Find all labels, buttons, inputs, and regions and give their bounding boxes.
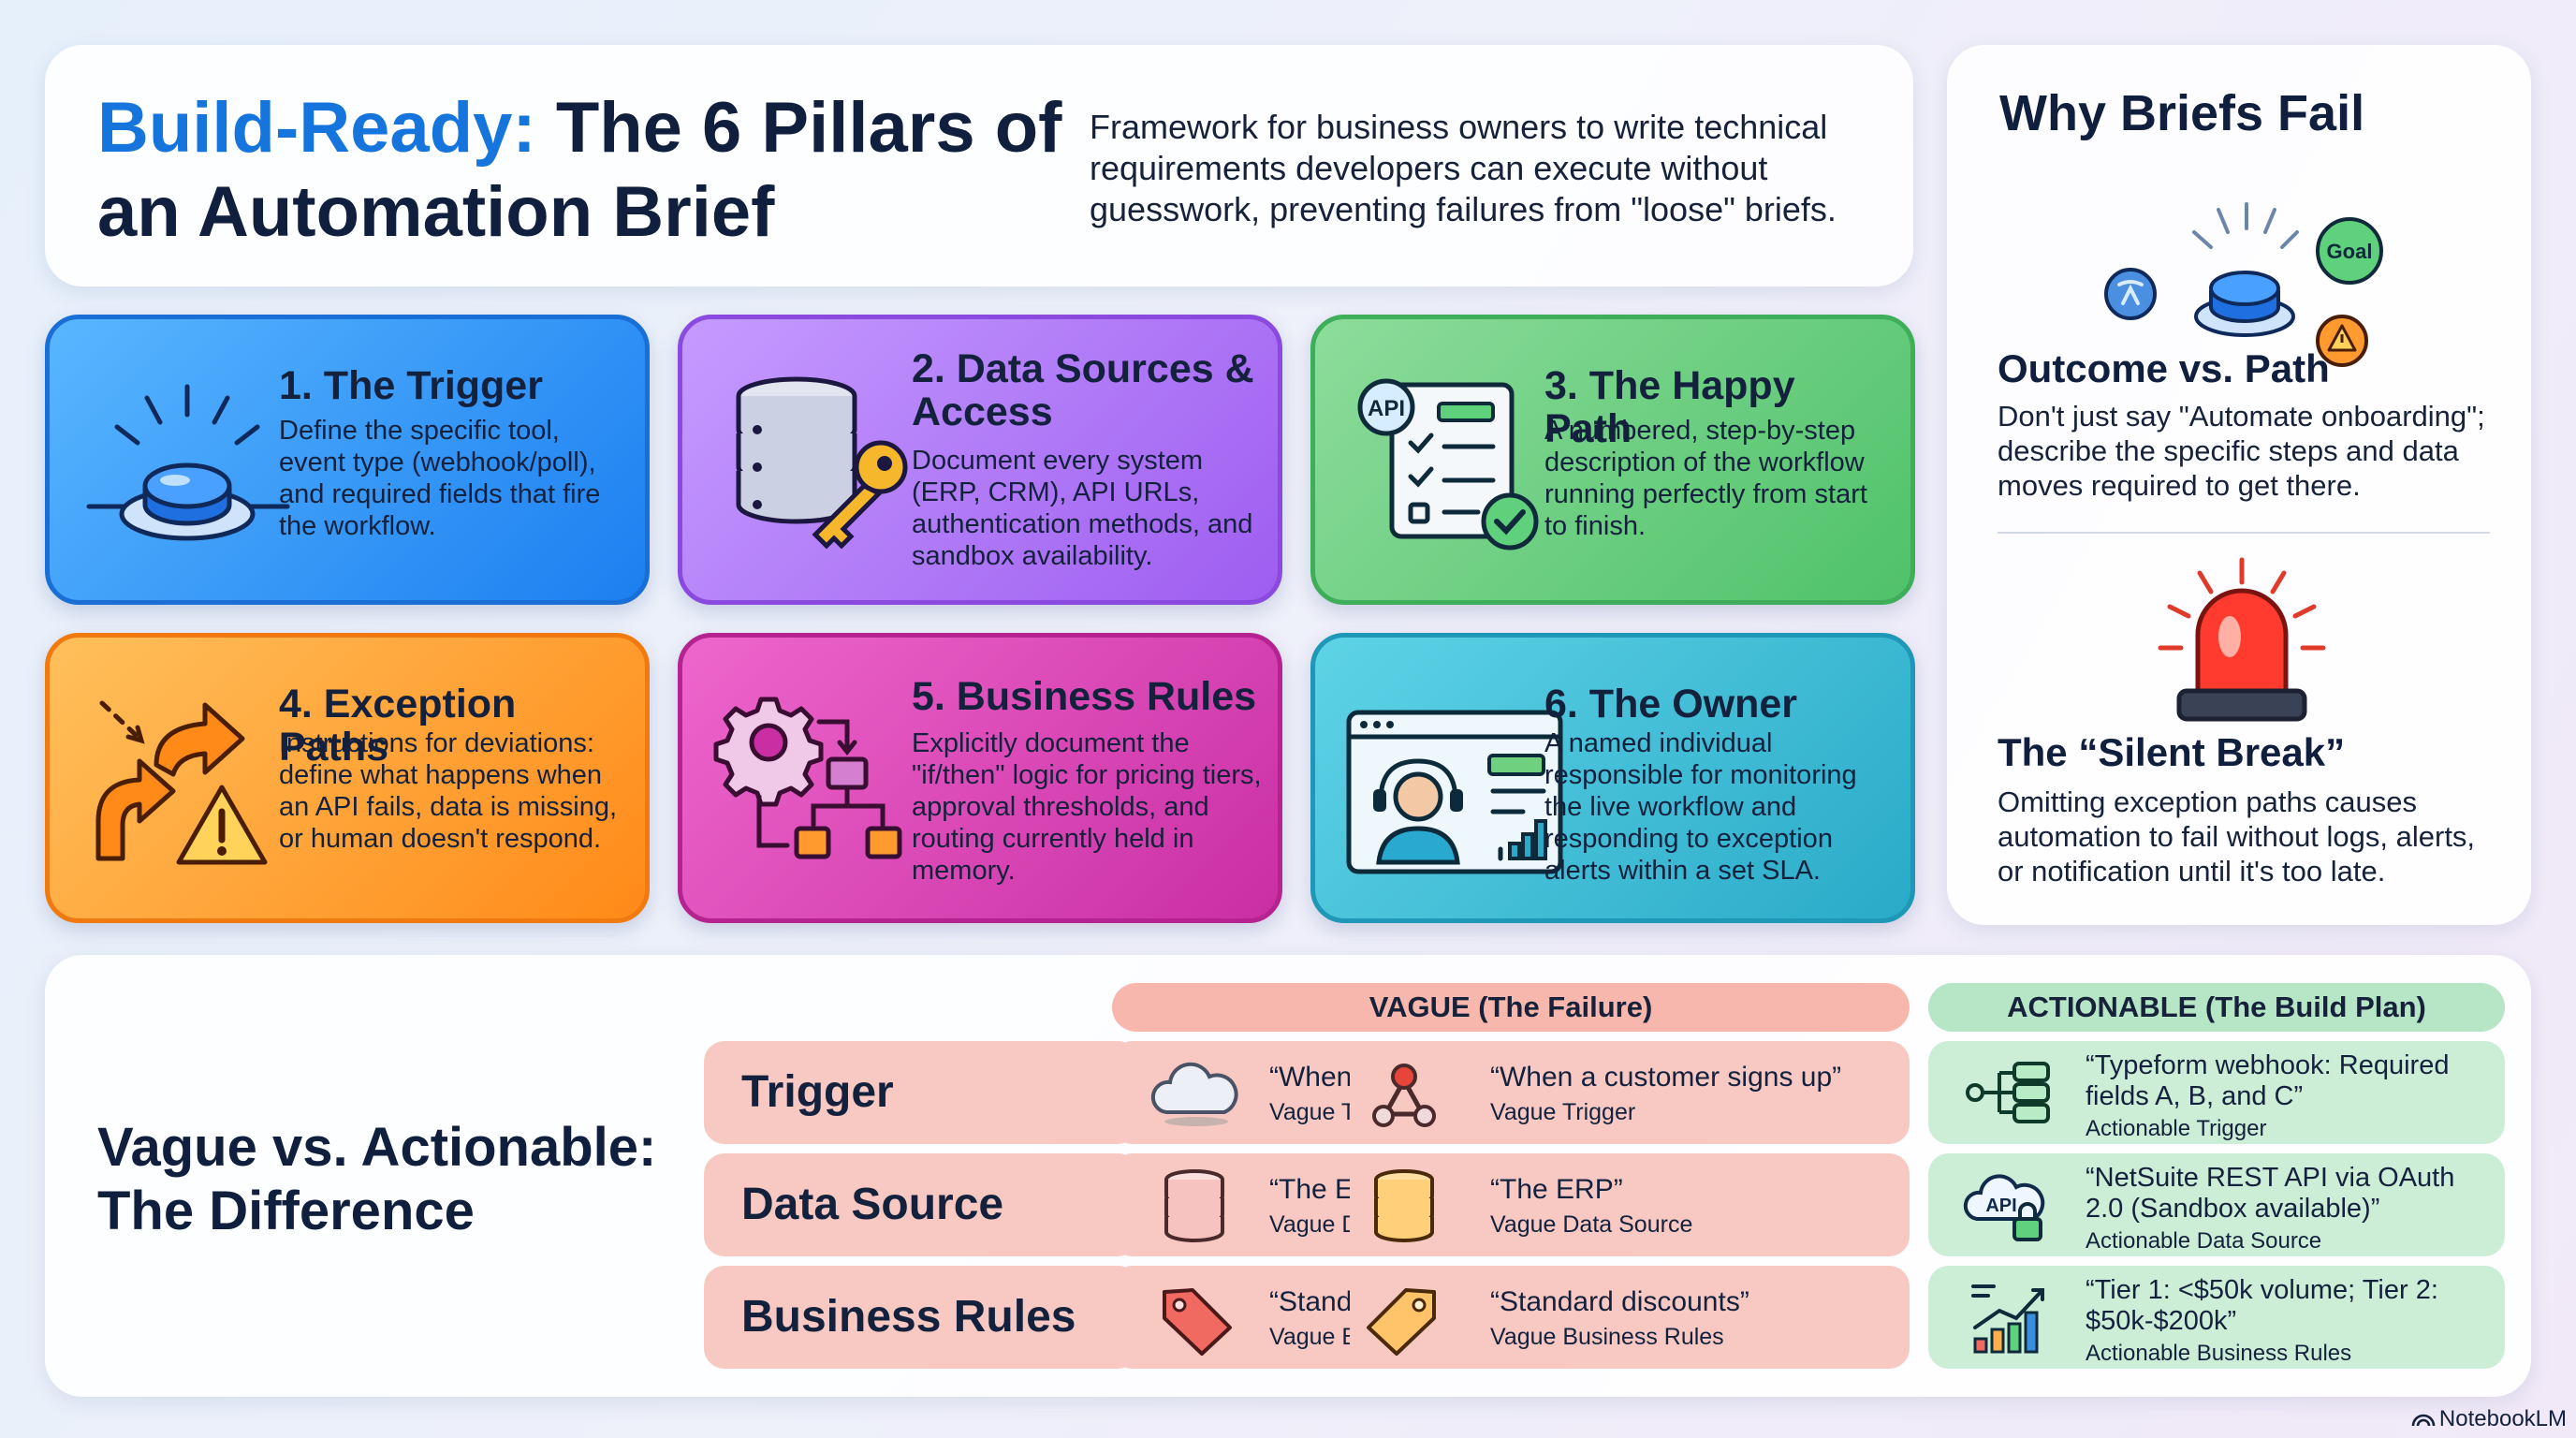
tiered-bar-chart-icon xyxy=(1971,1284,2044,1354)
outcome-goal-icon: Goal xyxy=(2104,202,2383,367)
actionable-text: “Tier 1: <$50k volume; Tier 2: $50k-$200… xyxy=(2086,1275,2438,1336)
actionable-cell-trigger: “Typeform webhook: Required fields A, B,… xyxy=(1928,1041,2505,1144)
actionable-text: “NetSuite REST API via OAuth 2.0 (Sandbo… xyxy=(2086,1163,2455,1224)
database-icon xyxy=(1164,1169,1224,1242)
header-panel: Build-Ready: The 6 Pillars of an Automat… xyxy=(45,45,1913,286)
pillar-desc: Explicitly document the "if/then" logic … xyxy=(912,728,1262,886)
vague-cell-data-source: “The ERP” Vague Data Source “The ERP” Va… xyxy=(1112,1153,1910,1256)
pillar-desc: A named individual responsible for monit… xyxy=(1544,728,1857,886)
actionable-column-header: ACTIONABLE (The Build Plan) xyxy=(1928,983,2505,1032)
row-label-business-rules: Business Rules xyxy=(704,1266,1138,1369)
actionable-cell-business-rules: “Tier 1: <$50k volume; Tier 2: $50k-$200… xyxy=(1928,1266,2505,1369)
pillar-desc: Document every system (ERP, CRM), API UR… xyxy=(912,446,1253,571)
row-label-data-source: Data Source xyxy=(704,1153,1138,1256)
row-label-trigger: Trigger xyxy=(704,1041,1138,1144)
gear-flow-icon xyxy=(713,697,902,859)
actionable-sub: Actionable Business Rules xyxy=(2086,1341,2352,1366)
pillar-card-data-sources: 2. Data Sources & Access Document every … xyxy=(678,315,1282,605)
button-icon xyxy=(86,384,290,541)
actionable-sub: Actionable Data Source xyxy=(2086,1228,2322,1254)
comparison-title: Vague vs. Actionable: The Difference xyxy=(97,1117,657,1241)
why-item2-title: The “Silent Break” xyxy=(1998,730,2346,774)
pillar-desc: A numbered, step-by-step description of … xyxy=(1544,416,1867,541)
pillar-desc: Instructions for deviations: define what… xyxy=(279,728,618,854)
webhook-icon xyxy=(1372,1064,1436,1127)
siren-alarm-icon xyxy=(2158,557,2326,722)
vague-sub: Vague Business Rules xyxy=(1490,1324,1724,1350)
why-divider xyxy=(1998,532,2490,534)
page-title: Build-Ready: The 6 Pillars of an Automat… xyxy=(97,86,1071,255)
pillar-title: 5. Business Rules xyxy=(912,674,1257,719)
api-checklist-icon: API xyxy=(1357,378,1539,550)
actionable-cell-data-source: API “NetSuite REST API via OAuth 2.0 (Sa… xyxy=(1928,1153,2505,1256)
why-title: Why Briefs Fail xyxy=(1999,85,2365,141)
database-icon xyxy=(1374,1169,1434,1242)
price-tag-icon xyxy=(1367,1288,1436,1356)
why-briefs-fail-panel: Why Briefs Fail Goal Outcome vs. Path Do… xyxy=(1947,45,2531,925)
vague-sub-truncated: Vague Data Source xyxy=(1269,1211,1350,1238)
vague-text-truncated: “Standard discounts” xyxy=(1269,1286,1350,1317)
support-agent-icon xyxy=(1346,710,1563,874)
page-subtitle: Framework for business owners to write t… xyxy=(1090,108,1837,228)
vague-text: “Standard discounts” xyxy=(1490,1286,1749,1317)
actionable-text: “Typeform webhook: Required fields A, B,… xyxy=(2086,1050,2450,1111)
vague-sub: Vague Trigger xyxy=(1490,1099,1636,1125)
database-key-icon xyxy=(736,376,908,550)
api-label: API xyxy=(1985,1196,2016,1216)
notebooklm-logo-icon xyxy=(2411,1414,2436,1427)
pillar-title: 6. The Owner xyxy=(1544,682,1798,726)
pillar-title: 4. Exception Paths xyxy=(279,682,517,770)
vague-sub: Vague Data Source xyxy=(1490,1211,1693,1238)
pillar-desc: Define the specific tool, event type (we… xyxy=(279,416,601,541)
vague-text-truncated: “The ERP” xyxy=(1269,1174,1350,1205)
pillar-card-exception-paths: 4. Exception Paths Instructions for devi… xyxy=(45,633,650,923)
why-item1-desc: Don't just say "Automate onboarding"; de… xyxy=(1998,400,2485,502)
pillar-card-owner: 6. The Owner A named individual responsi… xyxy=(1310,633,1915,923)
title-accent: Build-Ready: xyxy=(97,88,536,168)
goal-label: Goal xyxy=(2327,240,2373,263)
vague-text-truncated: “When a customer signs up” xyxy=(1269,1062,1350,1093)
why-item1-title: Outcome vs. Path xyxy=(1998,346,2330,390)
api-label: API xyxy=(1368,396,1405,421)
why-item2-desc: Omitting exception paths causes automati… xyxy=(1998,785,2476,888)
api-cloud-lock-icon: API xyxy=(1963,1174,2045,1241)
pillar-title: 3. The Happy Path xyxy=(1544,363,1795,451)
brand-watermark: NotebookLM xyxy=(2411,1406,2567,1432)
title-rest: The 6 Pillars of an Automation Brief xyxy=(97,88,1062,252)
vague-text: “When a customer signs up” xyxy=(1490,1062,1842,1093)
vague-sub-truncated: Vague Trigger xyxy=(1269,1099,1350,1125)
warning-arrows-icon xyxy=(95,700,268,865)
pillar-card-trigger: 1. The Trigger Define the specific tool,… xyxy=(45,315,650,605)
pillar-card-business-rules: 5. Business Rules Explicitly document th… xyxy=(678,633,1282,923)
pillar-title: 2. Data Sources & Access xyxy=(912,346,1254,434)
cloud-icon xyxy=(1150,1062,1238,1126)
webhook-fields-icon xyxy=(1966,1062,2050,1123)
brand-name: NotebookLM xyxy=(2438,1406,2567,1431)
comparison-panel: Vague vs. Actionable: The Difference VAG… xyxy=(45,955,2531,1397)
price-tag-icon xyxy=(1163,1288,1232,1356)
pillar-card-happy-path: API 3. The Happy Path A numbered, step-b… xyxy=(1310,315,1915,605)
vague-cell-business-rules: “Standard discounts” Vague Business Rule… xyxy=(1112,1266,1910,1369)
vague-column-header: VAGUE (The Failure) xyxy=(1112,983,1910,1032)
actionable-sub: Actionable Trigger xyxy=(2086,1116,2267,1141)
pillar-title: 1. The Trigger xyxy=(279,363,543,408)
vague-text: “The ERP” xyxy=(1490,1174,1623,1205)
vague-cell-trigger: “When a customer signs up” Vague Trigger… xyxy=(1112,1041,1910,1144)
vague-sub-truncated: Vague Business Rules xyxy=(1269,1324,1350,1350)
